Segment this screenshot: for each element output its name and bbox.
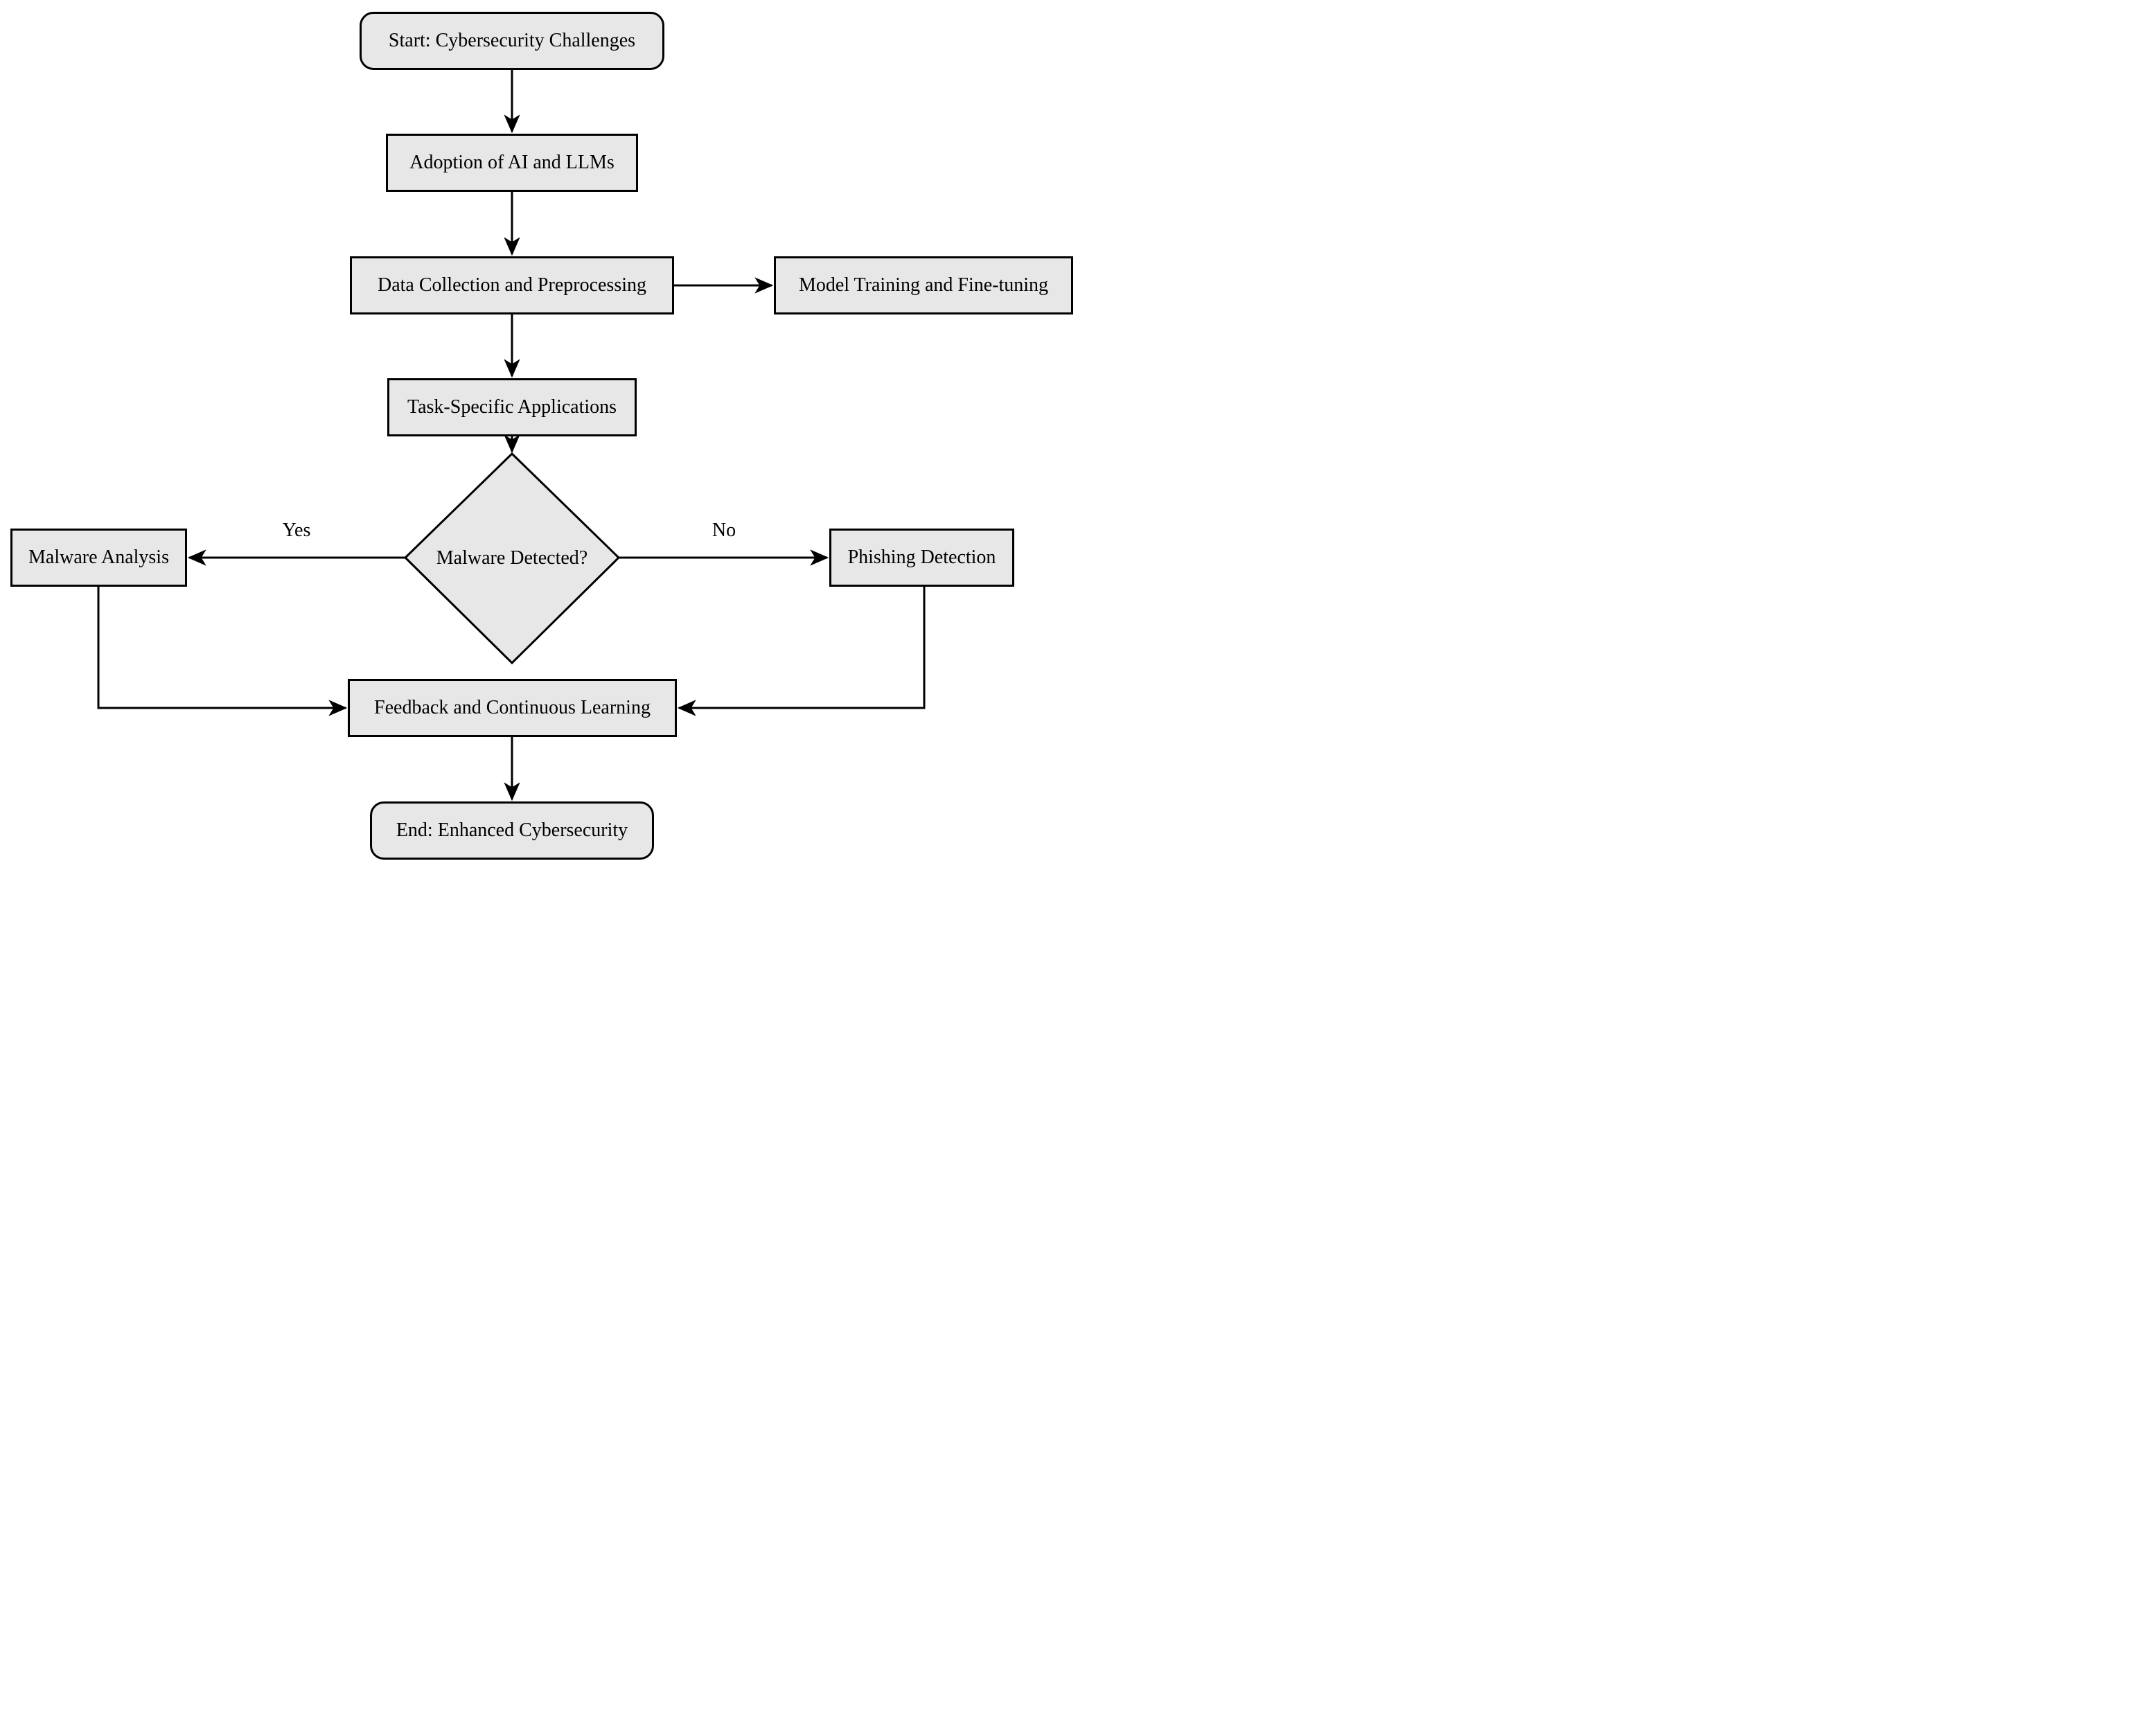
node-end: End: Enhanced Cybersecurity — [370, 801, 654, 860]
node-phishing-detection: Phishing Detection — [829, 529, 1014, 587]
node-malware-analysis: Malware Analysis — [10, 529, 187, 587]
edge-malware-to-feedback — [97, 587, 348, 716]
node-malware-detected-decision: Malware Detected? — [436, 547, 588, 569]
node-adoption-of-ai-and-llms: Adoption of AI and LLMs — [386, 134, 638, 192]
node-task-specific-applications: Task-Specific Applications — [387, 378, 637, 436]
node-data-collection-and-preprocessing: Data Collection and Preprocessing — [350, 256, 674, 314]
flowchart-canvas: Start: Cybersecurity Challenges Adoption… — [0, 0, 1078, 864]
edge-phishing-to-feedback — [677, 587, 926, 716]
node-start: Start: Cybersecurity Challenges — [360, 12, 664, 70]
edge-label-no: No — [712, 520, 736, 541]
node-model-training-and-fine-tuning: Model Training and Fine-tuning — [774, 256, 1073, 314]
flowchart-edges-layer — [97, 70, 926, 801]
decision-diamond-shape — [403, 452, 621, 665]
edge-label-yes: Yes — [282, 520, 311, 541]
node-feedback-and-continuous-learning: Feedback and Continuous Learning — [348, 679, 677, 737]
